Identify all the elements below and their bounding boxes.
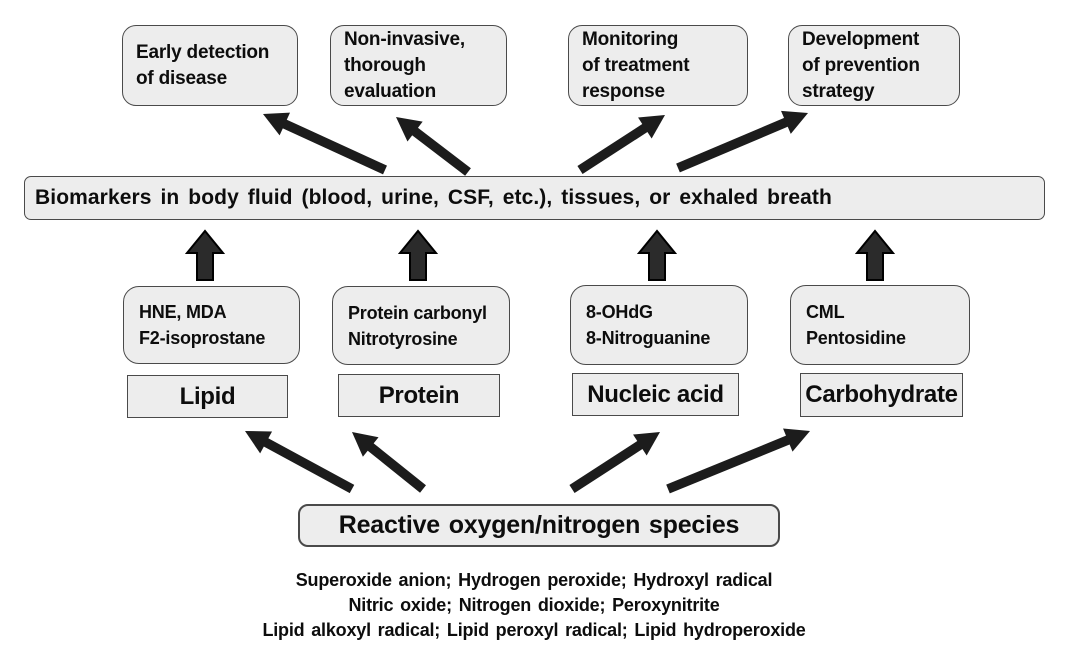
box-lipid-biomarkers: HNE, MDA F2-isoprostane (123, 286, 300, 364)
lipid-biomarkers-line1: HNE, MDA (139, 302, 227, 322)
box-prevention-line2: of prevention (802, 54, 920, 76)
box-reactive-species: Reactive oxygen/nitrogen species (298, 504, 780, 547)
lipid-biomarkers-line2: F2-isoprostane (139, 328, 266, 348)
category-carbohydrate: Carbohydrate (800, 373, 963, 417)
biomarkers-bar-label: Biomarkers in body fluid (blood, urine, … (35, 186, 832, 209)
carbohydrate-biomarkers-line2: Pentosidine (806, 328, 906, 348)
nucleic-biomarkers-line1: 8-OHdG (586, 302, 653, 322)
arrow-bar-to-early-detection (263, 112, 387, 175)
arrow-ros-to-lipid (245, 431, 355, 494)
block-arrow-lipid-to-bar (184, 229, 226, 281)
box-prevention-line3: strategy (802, 80, 875, 102)
arrow-bar-to-noninvasive (396, 117, 471, 176)
box-carbohydrate-biomarkers: CML Pentosidine (790, 285, 970, 365)
box-prevention-strategy: Development of prevention strategy (788, 25, 960, 106)
arrow-bar-to-development (676, 110, 808, 173)
box-noninvasive-line3: evaluation (344, 80, 436, 102)
box-protein-biomarkers: Protein carbonyl Nitrotyrosine (332, 286, 510, 365)
biomarkers-bar: Biomarkers in body fluid (blood, urine, … (24, 176, 1045, 220)
carbohydrate-biomarkers-line1: CML (806, 302, 845, 322)
box-noninvasive-evaluation: Non-invasive, thorough evaluation (330, 25, 507, 106)
arrow-ros-to-protein (352, 432, 426, 493)
species-line-3: Lipid alkoxyl radical; Lipid peroxyl rad… (262, 620, 806, 640)
category-lipid: Lipid (127, 375, 288, 418)
nucleic-biomarkers-line2: 8-Nitroguanine (586, 328, 711, 348)
category-protein-label: Protein (378, 381, 460, 409)
box-noninvasive-line2: thorough (344, 54, 426, 76)
arrow-ros-to-nucleic-acid (569, 432, 660, 493)
category-nucleic-acid-label: Nucleic acid (587, 380, 724, 408)
protein-biomarkers-line2: Nitrotyrosine (348, 328, 458, 349)
box-monitoring-line2: of treatment (582, 54, 690, 76)
category-protein: Protein (338, 374, 500, 417)
box-monitoring-line3: response (582, 80, 665, 102)
species-line-1: Superoxide anion; Hydrogen peroxide; Hyd… (295, 570, 773, 590)
box-monitoring-line1: Monitoring (582, 28, 679, 50)
box-early-detection-line1: Early detection (136, 41, 270, 63)
block-arrow-carbohydrate-to-bar (854, 229, 896, 281)
arrow-bar-to-monitoring (577, 115, 665, 174)
block-arrow-protein-to-bar (397, 229, 439, 281)
category-carbohydrate-label: Carbohydrate (805, 381, 958, 408)
box-nucleic-biomarkers: 8-OHdG 8-Nitroguanine (570, 285, 748, 365)
species-line-2: Nitric oxide; Nitrogen dioxide; Peroxyni… (348, 595, 720, 615)
category-lipid-label: Lipid (179, 382, 236, 410)
category-nucleic-acid: Nucleic acid (572, 373, 739, 416)
arrow-ros-to-carbohydrate (666, 428, 810, 494)
reactive-species-label: Reactive oxygen/nitrogen species (338, 511, 740, 539)
box-noninvasive-line1: Non-invasive, (344, 28, 465, 50)
box-prevention-line1: Development (802, 28, 920, 50)
box-early-detection-line2: of disease (136, 67, 227, 89)
block-arrow-nucleic-to-bar (636, 229, 678, 281)
box-monitoring-response: Monitoring of treatment response (568, 25, 748, 106)
box-early-detection: Early detection of disease (122, 25, 298, 106)
protein-biomarkers-line1: Protein carbonyl (348, 302, 487, 323)
